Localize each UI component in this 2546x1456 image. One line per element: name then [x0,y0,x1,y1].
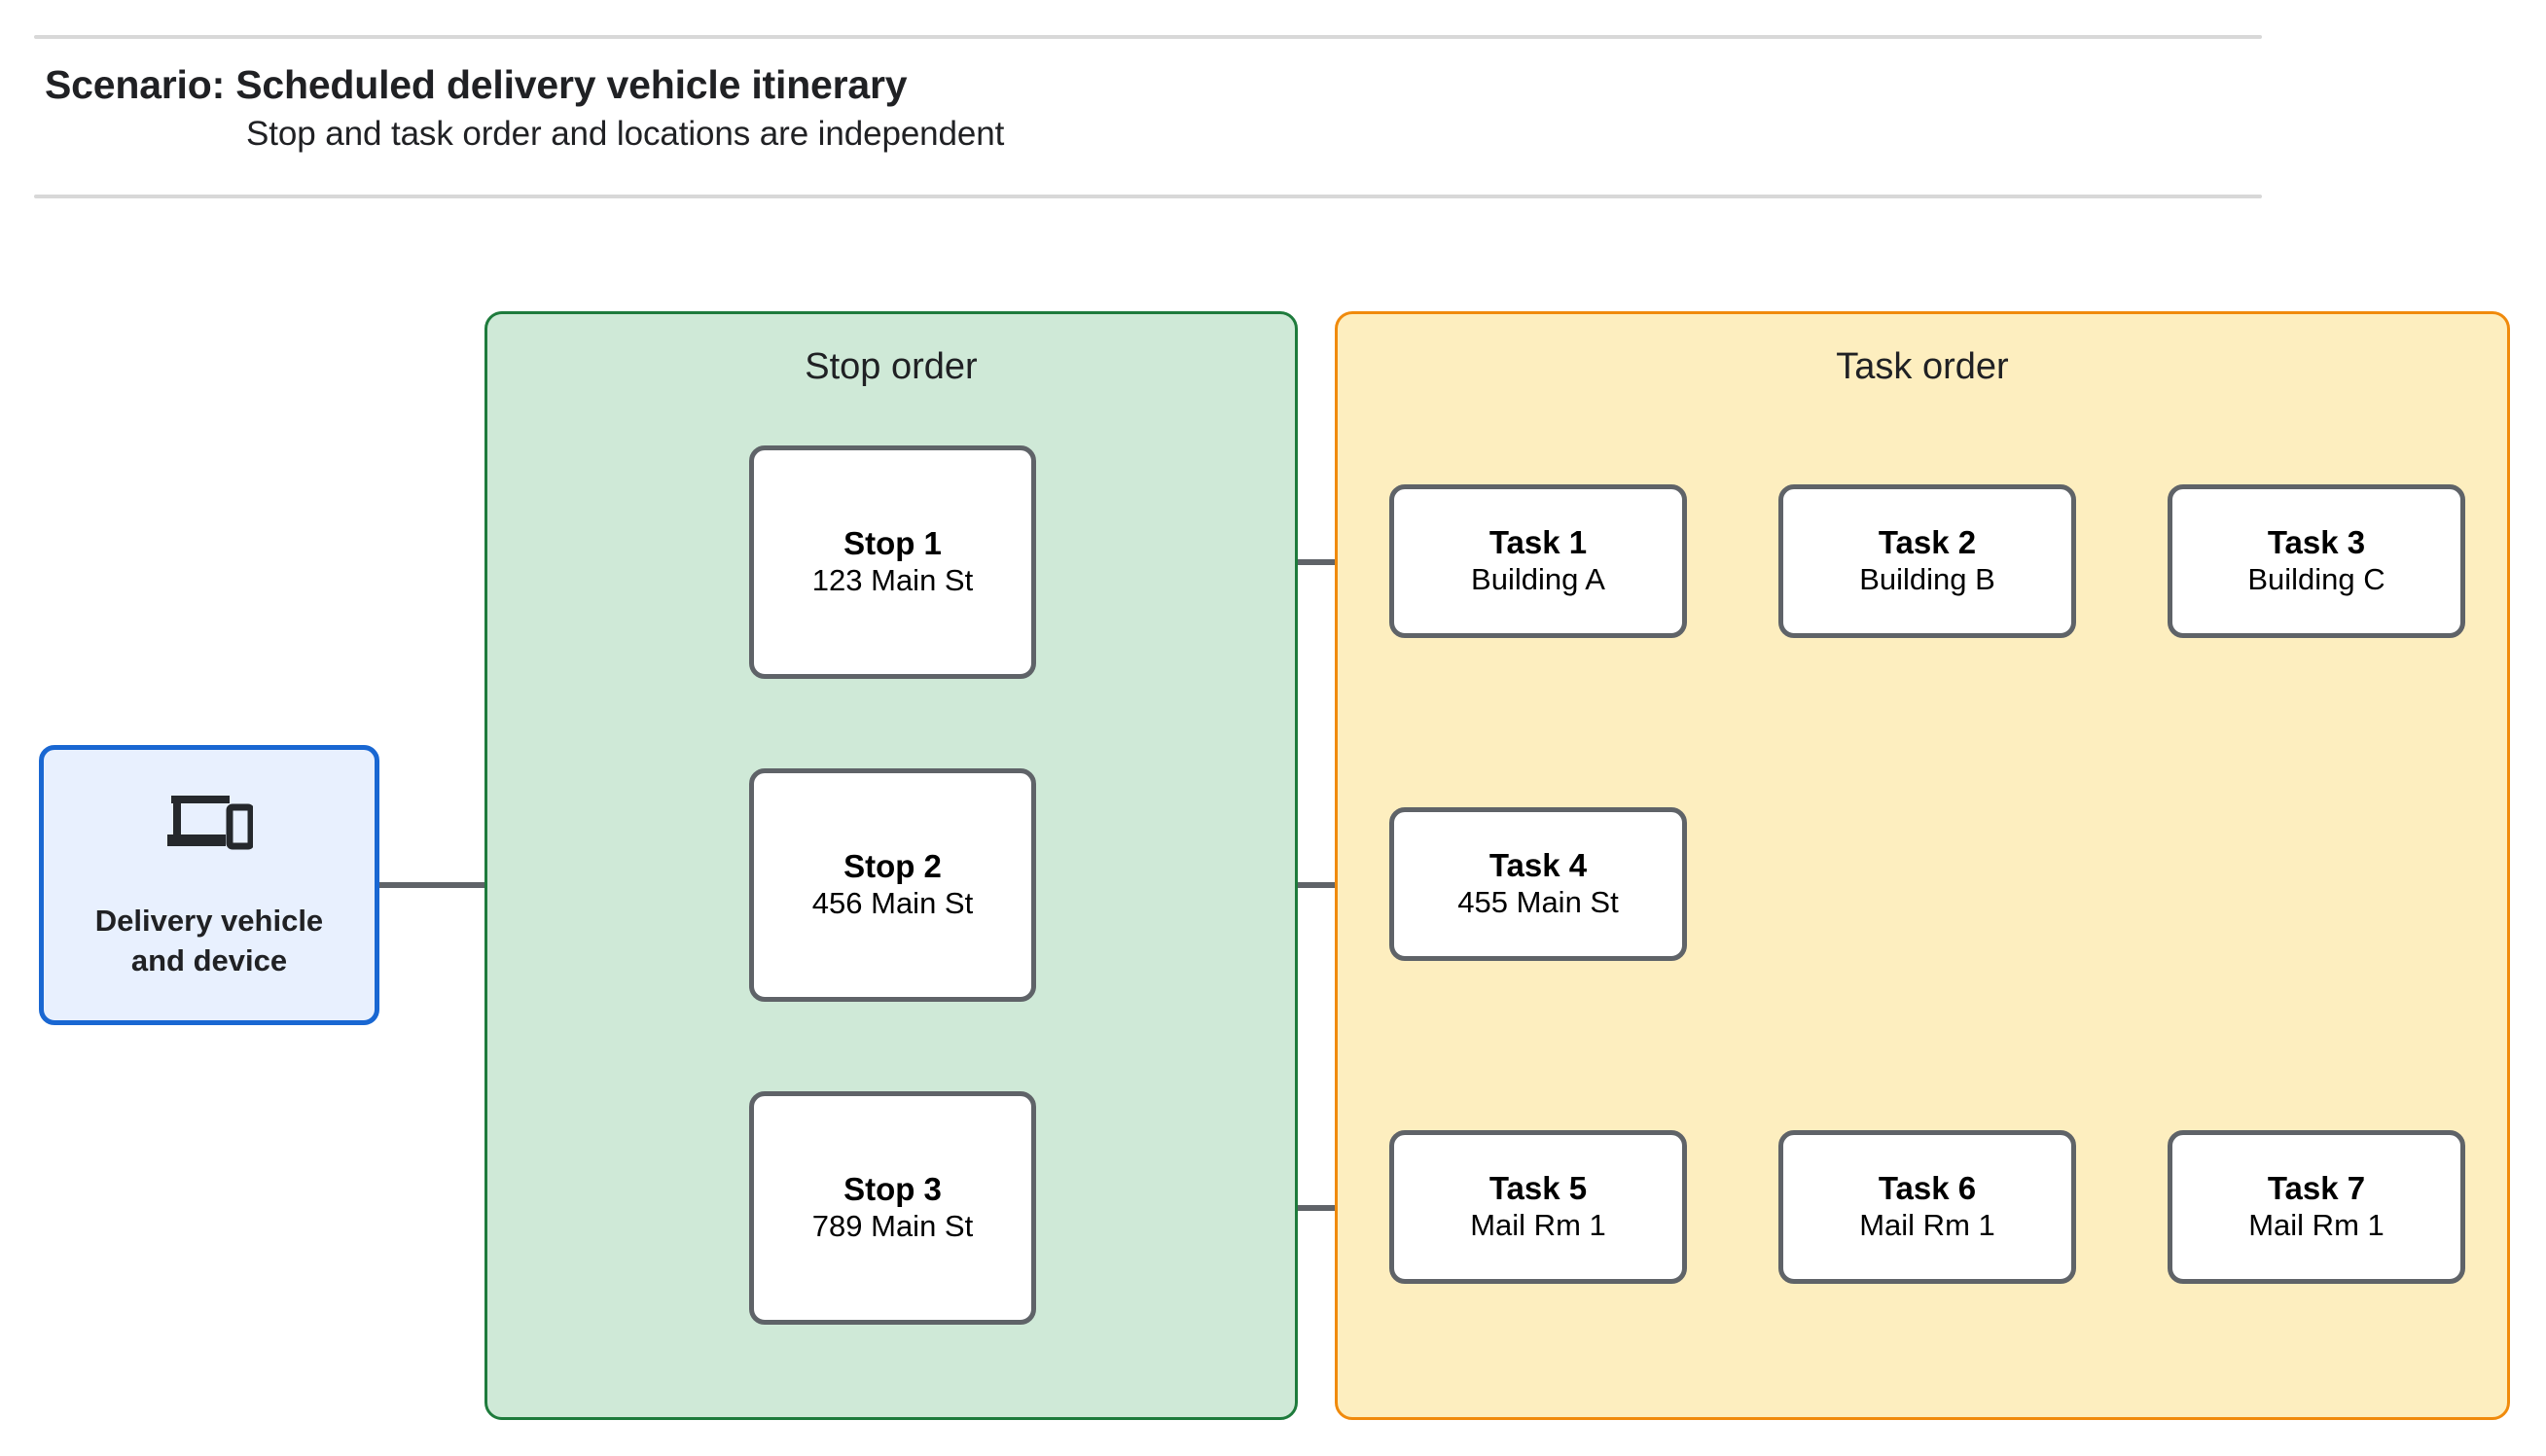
stop-node-3[interactable]: Stop 3 789 Main St [749,1091,1036,1325]
task-node-7-title: Task 7 [2267,1170,2366,1207]
task-node-3-location: Building C [2247,562,2385,597]
task-node-6-title: Task 6 [1878,1170,1977,1207]
task-node-5[interactable]: Task 5 Mail Rm 1 [1389,1130,1687,1284]
page-title: Scenario: Scheduled delivery vehicle iti… [45,62,908,107]
task-node-4-location: 455 Main St [1457,885,1619,920]
task-node-7-location: Mail Rm 1 [2248,1208,2385,1243]
task-node-3[interactable]: Task 3 Building C [2168,484,2465,638]
task-node-6-location: Mail Rm 1 [1859,1208,1995,1243]
stop-node-1[interactable]: Stop 1 123 Main St [749,445,1036,679]
task-node-1-location: Building A [1471,562,1605,597]
task-node-1-title: Task 1 [1488,524,1588,561]
stop-node-3-address: 789 Main St [811,1209,974,1244]
stop-order-panel-title: Stop order [805,346,978,387]
stop-node-1-address: 123 Main St [811,563,974,598]
delivery-vehicle-label: Delivery vehicle and device [94,904,324,977]
stop-node-2[interactable]: Stop 2 456 Main St [749,768,1036,1002]
task-node-5-location: Mail Rm 1 [1470,1208,1606,1243]
task-node-2-title: Task 2 [1878,524,1977,561]
task-node-3-title: Task 3 [2267,524,2366,561]
header-divider-bottom [34,195,2262,198]
stop-node-3-title: Stop 3 [843,1171,942,1208]
task-node-2[interactable]: Task 2 Building B [1778,484,2076,638]
page-subtitle: Stop and task order and locations are in… [246,115,1005,153]
task-node-4-title: Task 4 [1488,847,1588,884]
devices-icon [165,790,255,859]
task-node-2-location: Building B [1859,562,1995,597]
task-node-4[interactable]: Task 4 455 Main St [1389,807,1687,961]
task-node-5-title: Task 5 [1488,1170,1588,1207]
task-node-7[interactable]: Task 7 Mail Rm 1 [2168,1130,2465,1284]
header-divider-top [34,35,2262,39]
stop-node-2-address: 456 Main St [811,886,974,921]
stop-node-1-title: Stop 1 [843,525,942,562]
task-order-panel-title: Task order [1836,346,2009,387]
stop-node-2-title: Stop 2 [843,848,942,885]
task-node-6[interactable]: Task 6 Mail Rm 1 [1778,1130,2076,1284]
delivery-vehicle-node[interactable]: Delivery vehicle and device [39,745,379,1025]
task-node-1[interactable]: Task 1 Building A [1389,484,1687,638]
